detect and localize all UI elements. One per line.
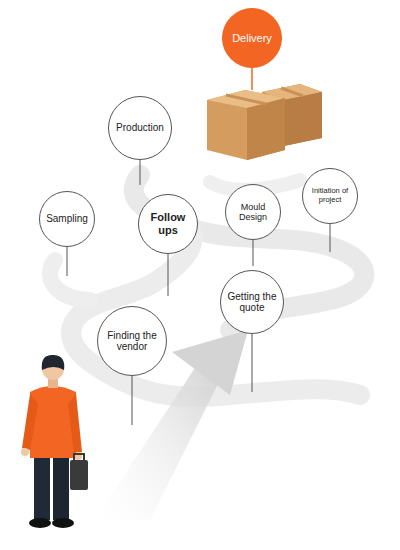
- circle-shape: [223, 9, 282, 68]
- circle-content: Delivery: [222, 8, 282, 68]
- step-circle: Finding the vendor: [97, 306, 167, 376]
- step-label: Getting the quote: [224, 291, 280, 314]
- leader-lines: [67, 68, 330, 425]
- leader-line: [140, 160, 141, 185]
- circle-content: Follow ups: [138, 194, 198, 254]
- step-label: Sampling: [46, 213, 88, 225]
- shoe: [52, 518, 74, 528]
- hand: [21, 448, 29, 456]
- arm: [22, 394, 38, 450]
- box-tape: [281, 88, 303, 96]
- circle-shape: [98, 307, 167, 376]
- circle-shape: [303, 169, 358, 224]
- circle-content: Getting the quote: [220, 270, 284, 334]
- arm: [68, 394, 82, 454]
- step-label: Production: [116, 122, 164, 134]
- step-circle: Mould Design: [225, 184, 281, 240]
- briefcase: [70, 460, 88, 490]
- cardboard-boxes: [207, 84, 322, 160]
- step-circle: Initiation of project: [302, 168, 358, 224]
- leader-line: [330, 224, 331, 252]
- circle-content: Sampling: [39, 191, 95, 247]
- box-front: [207, 90, 285, 160]
- leader-line: [168, 254, 169, 296]
- leader-line: [252, 334, 253, 392]
- leader-line: [132, 376, 133, 425]
- circle-shape: [221, 271, 284, 334]
- circle-shape: [226, 185, 281, 240]
- step-circle: Production: [108, 96, 172, 160]
- circle-shape: [139, 195, 198, 254]
- box-side: [247, 98, 285, 160]
- step-label: Delivery: [232, 32, 272, 45]
- leader-line: [67, 247, 68, 276]
- box-side: [284, 92, 322, 146]
- arrow-shaft: [95, 360, 225, 520]
- road-segment: [134, 175, 365, 330]
- step-circle: Follow ups: [138, 194, 198, 254]
- circle-shape: [40, 192, 95, 247]
- box-tape: [226, 95, 266, 104]
- circle-shape: [109, 97, 172, 160]
- road-segment: [50, 260, 90, 300]
- step-label: Finding the vendor: [101, 330, 163, 353]
- step-circle: Getting the quote: [220, 270, 284, 334]
- leader-line: [253, 240, 254, 266]
- step-label: Initiation of project: [306, 187, 354, 204]
- circle-content: Finding the vendor: [97, 306, 167, 376]
- step-circle: Delivery: [222, 8, 282, 68]
- circle-content: Initiation of project: [302, 168, 358, 224]
- briefcase-handle: [74, 454, 84, 460]
- arrow-head: [172, 330, 248, 395]
- circle-content: Mould Design: [225, 184, 281, 240]
- road-segment: [71, 228, 360, 397]
- hair: [42, 355, 65, 370]
- step-circle: Sampling: [39, 191, 95, 247]
- leader-line: [251, 68, 253, 90]
- businessman-figure: [21, 355, 88, 528]
- circle-content: Production: [108, 96, 172, 160]
- step-label: Follow ups: [142, 211, 194, 236]
- leg: [53, 452, 69, 520]
- shoe: [29, 518, 51, 528]
- step-label: Mould Design: [229, 202, 277, 223]
- leg: [34, 452, 50, 520]
